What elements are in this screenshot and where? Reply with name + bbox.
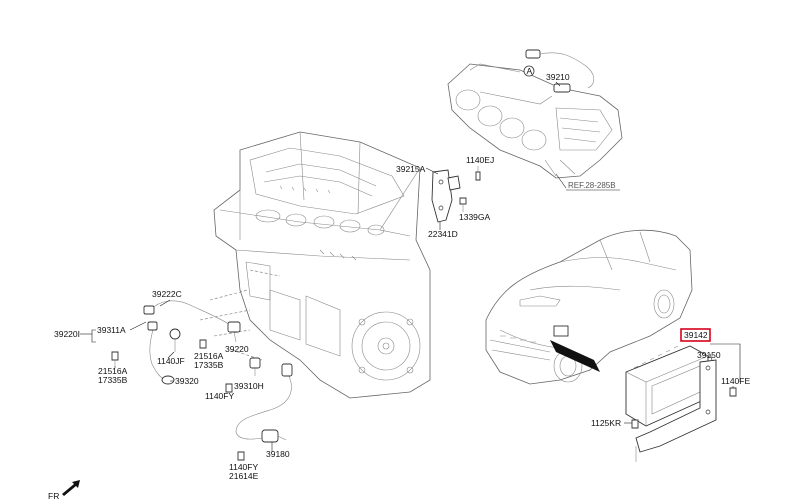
fr-arrow-icon bbox=[62, 480, 80, 496]
callout-1140fy-upper: 1140FY bbox=[205, 391, 234, 401]
bolt-1125kr bbox=[631, 419, 639, 429]
callout-39215a: 39215A bbox=[396, 164, 426, 174]
callout-1140fe: 1140FE bbox=[721, 376, 750, 386]
bolt-1140fe bbox=[729, 387, 737, 397]
callout-22341d: 22341D bbox=[428, 229, 458, 239]
callout-39320: 39320 bbox=[175, 376, 199, 386]
front-direction-indicator: FR bbox=[48, 480, 80, 500]
callout-21516a-right: 21516A bbox=[194, 351, 224, 361]
a-marker-label: A bbox=[527, 66, 533, 76]
a-marker: A bbox=[523, 65, 535, 77]
callout-39220: 39220 bbox=[225, 344, 249, 354]
callout-39220i: 39220I bbox=[54, 329, 80, 339]
pointer-arrow bbox=[550, 340, 600, 372]
ecu-bracket bbox=[635, 359, 717, 462]
callout-1140fy-lower: 1140FY bbox=[229, 462, 258, 472]
sensor-1140jf bbox=[169, 328, 181, 352]
callout-39150: 39150 bbox=[697, 350, 721, 360]
callout-21516a-left: 21516A bbox=[98, 366, 128, 376]
callout-39210: 39210 bbox=[546, 72, 570, 82]
highlight-box-39142 bbox=[680, 328, 711, 342]
callout-1125kr: 1125KR bbox=[591, 418, 621, 428]
callout-39142[interactable]: 39142 bbox=[684, 330, 708, 340]
callout-1140jf: 1140JF bbox=[157, 356, 185, 366]
callout-17335b-right: 17335B bbox=[194, 360, 224, 370]
bracket-22341d bbox=[431, 169, 461, 223]
nut-1339ga bbox=[459, 197, 467, 212]
callout-39311a: 39311A bbox=[97, 325, 126, 335]
exhaust-manifold-drawing bbox=[447, 63, 623, 179]
callout-39222c: 39222C bbox=[152, 289, 182, 299]
bolt-21516a-right bbox=[199, 339, 207, 349]
sensor-39310h bbox=[249, 357, 261, 376]
callout-39310h: 39310H bbox=[234, 381, 264, 391]
bolt-1140ej bbox=[475, 166, 481, 181]
bolt-1140fy-lower bbox=[237, 451, 245, 461]
engine-block-drawing bbox=[213, 131, 431, 399]
oxygen-sensor-upstream bbox=[525, 49, 595, 93]
ref-28-285b: REF.28-285B bbox=[568, 181, 616, 190]
callout-21614e: 21614E bbox=[229, 471, 259, 481]
fr-label: FR bbox=[48, 491, 59, 500]
sensor-39220 bbox=[227, 321, 241, 343]
callout-39180: 39180 bbox=[266, 449, 290, 459]
callout-1140ej: 1140EJ bbox=[466, 155, 494, 165]
callout-17335b-left: 17335B bbox=[98, 375, 128, 385]
callout-1339ga: 1339GA bbox=[459, 212, 491, 222]
bolt-1140fy-upper bbox=[225, 383, 233, 393]
bolt-21516a-left bbox=[111, 351, 119, 366]
knock-sensor-harness bbox=[143, 300, 233, 385]
sensor-39180-harness bbox=[235, 363, 293, 443]
